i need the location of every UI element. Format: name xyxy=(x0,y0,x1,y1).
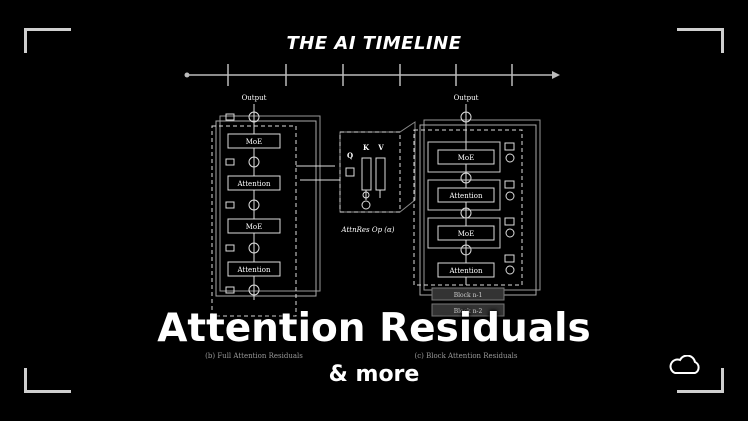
right-block-4: Attention xyxy=(449,267,483,275)
right-output-label: Output xyxy=(454,94,479,102)
timeline-title: THE AI TIMELINE xyxy=(286,33,462,54)
frame-corner-top-right xyxy=(677,28,724,53)
timeline-axis xyxy=(184,64,560,86)
full-attention-residuals-diagram xyxy=(211,104,340,317)
headline: Attention Residuals xyxy=(157,306,591,351)
left-block-2: Attention xyxy=(237,180,271,188)
left-block-4: Attention xyxy=(237,266,271,274)
block-stack-2: Block n-2 xyxy=(454,308,483,315)
frame-corner-top-left xyxy=(24,28,71,53)
right-caption: (c) Block Attention Residuals xyxy=(414,352,517,360)
right-block-1: MoE xyxy=(458,154,475,162)
right-block-3: MoE xyxy=(458,230,475,238)
cloud-icon xyxy=(669,355,700,374)
qkv-q: Q xyxy=(347,151,353,160)
block-stack-1: Block n-1 xyxy=(454,292,483,299)
qkv-v: V xyxy=(377,143,384,152)
attnres-op-label: AttnRes Op (α) xyxy=(341,226,395,234)
attnres-op-diagram xyxy=(339,121,416,213)
subheadline: & more xyxy=(328,362,420,387)
left-block-1: MoE xyxy=(246,138,263,146)
left-block-3: MoE xyxy=(246,223,263,231)
left-output-label: Output xyxy=(242,94,267,102)
qkv-k: K xyxy=(363,143,370,152)
block-attention-residuals-diagram xyxy=(413,104,541,317)
left-caption: (b) Full Attention Residuals xyxy=(205,352,303,360)
frame-corner-bottom-left xyxy=(24,368,71,393)
right-block-2: Attention xyxy=(449,192,483,200)
frame-corner-bottom-right xyxy=(677,368,724,393)
